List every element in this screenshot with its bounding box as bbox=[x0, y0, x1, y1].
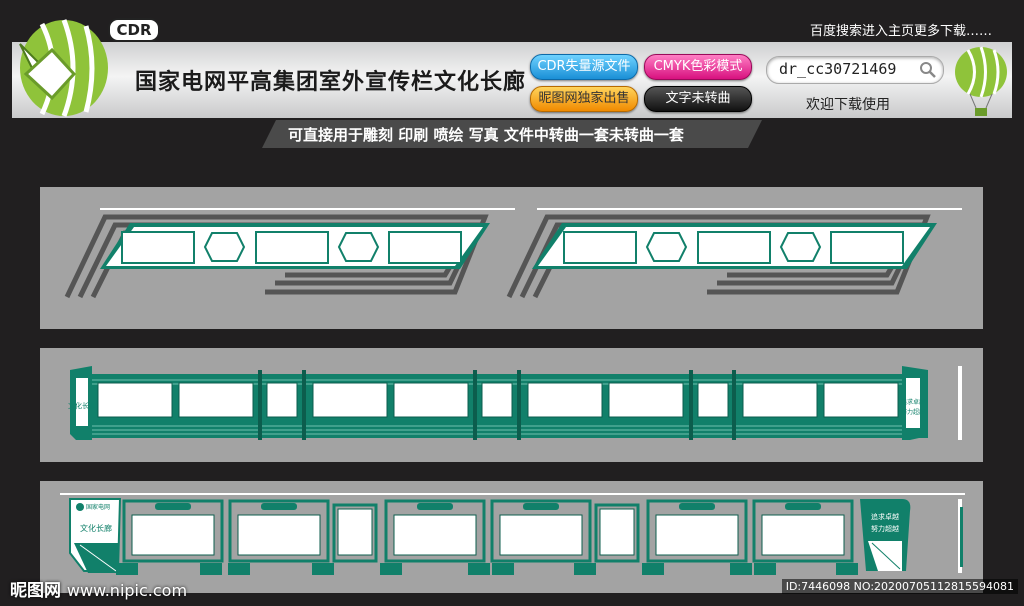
search-id-value: dr_cc30721469 bbox=[779, 60, 897, 78]
exclusive-sale-badge: 昵图网独家出售 bbox=[530, 86, 638, 112]
usage-subtitle: 可直接用于雕刻 印刷 喷绘 写真 文件中转曲一套未转曲一套 bbox=[288, 126, 684, 144]
cdr-logo-icon bbox=[19, 19, 108, 117]
slanted-billboard-design bbox=[64, 208, 962, 299]
slogan-bottom-line-1: 追求卓越 bbox=[871, 512, 899, 521]
hot-air-balloon-icon bbox=[955, 46, 1007, 116]
image-id: ID:7446098 NO:20200705112815594081 bbox=[781, 579, 1018, 594]
download-hint: 百度搜索进入主页更多下载…… bbox=[809, 24, 992, 39]
design-panel-top bbox=[40, 187, 983, 329]
design-panel-middle: 文化长廊 追求卓越 努力超越 bbox=[40, 348, 983, 462]
search-icon[interactable] bbox=[919, 61, 937, 79]
site-watermark: 昵图网 www.nipic.com bbox=[10, 576, 187, 601]
search-field[interactable]: dr_cc30721469 bbox=[766, 56, 944, 84]
site-url[interactable]: www.nipic.com bbox=[66, 581, 188, 600]
arched-gallery-design: 国家电网 文化长廊 bbox=[60, 493, 965, 575]
text-status-badge: 文字未转曲 bbox=[644, 86, 752, 112]
culture-calligraphy-bottom: 文化长廊 bbox=[80, 523, 112, 533]
design-panel-bottom: 国家电网 文化长廊 bbox=[40, 481, 983, 593]
slogan-bottom-line-2: 努力超越 bbox=[871, 524, 899, 533]
vector-source-badge: CDR失量源文件 bbox=[530, 54, 638, 80]
logo-text: 国家电网 bbox=[86, 503, 110, 511]
cdr-format-tag: CDR bbox=[108, 18, 160, 42]
page-title: 国家电网平高集团室外宣传栏文化长廊 bbox=[135, 70, 527, 95]
arched-frames bbox=[122, 499, 854, 563]
billboard-left bbox=[64, 208, 515, 299]
billboard-right bbox=[506, 208, 962, 299]
color-mode-badge: CMYK色彩模式 bbox=[644, 54, 752, 80]
state-grid-logo-icon bbox=[76, 503, 84, 511]
subtitle-band bbox=[262, 120, 762, 148]
gallery-wall-design: 文化长廊 追求卓越 努力超越 bbox=[68, 366, 962, 440]
culture-calligraphy: 文化长廊 bbox=[68, 401, 96, 410]
site-name: 昵图网 bbox=[10, 581, 61, 601]
slogan-line-2: 努力超越 bbox=[901, 408, 925, 416]
welcome-text: 欢迎下载使用 bbox=[806, 97, 890, 113]
slogan-line-1: 追求卓越 bbox=[901, 398, 925, 406]
